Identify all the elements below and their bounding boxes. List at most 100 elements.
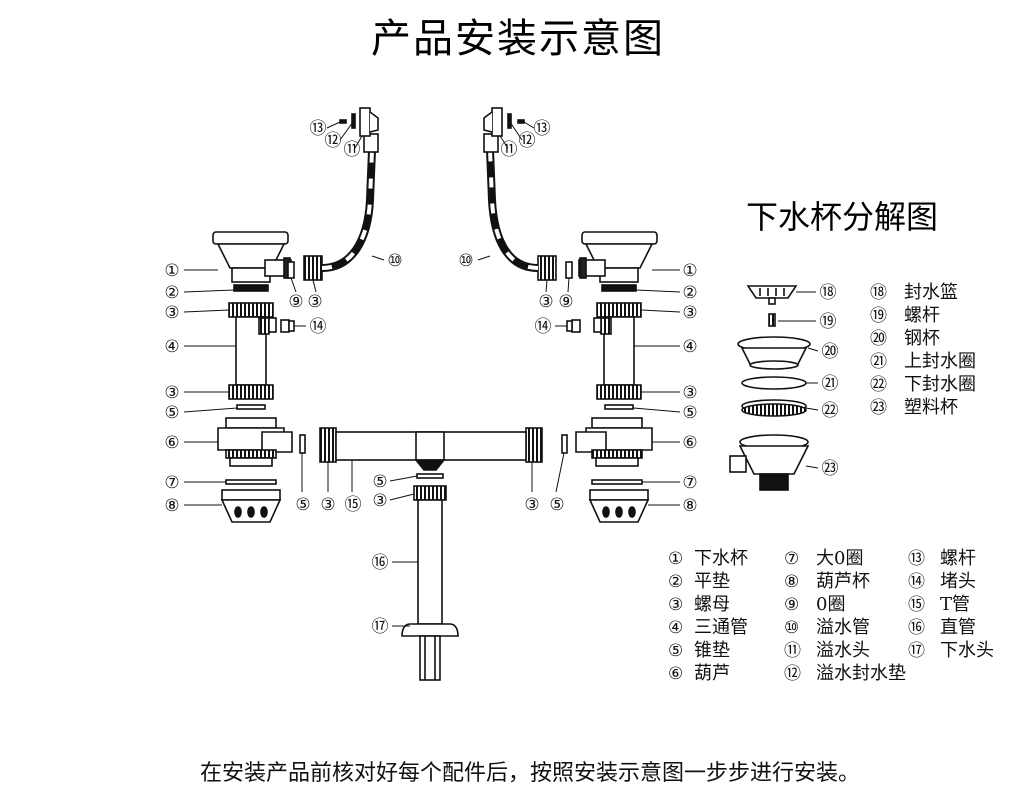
callout-9-right: ⑨ [558,292,573,312]
exploded-legend-23: 塑料杯 [904,397,958,418]
installation-note: 在安装产品前核对好每个配件后，按照安装示意图一步步进行安装。 [200,761,860,786]
callout-left-6: ⑥ [164,433,179,453]
right-gourd-cup [588,489,650,523]
svg-text:⑨: ⑨ [784,595,799,615]
svg-text:⑦: ⑦ [784,549,799,569]
right-overflow-hose [486,149,539,272]
legend-item-9: 0圈 [816,594,845,615]
center-nut [413,485,447,501]
callout-3-center: ③ [372,491,387,511]
legend-item-10: 溢水管 [816,617,870,638]
left-big-oring [225,479,277,485]
callout-left-4: ④ [164,337,179,357]
callout-3-bottom-right: ③ [524,495,539,515]
callout-21: ㉑ [822,374,839,394]
svg-text:㉓: ㉓ [870,398,887,418]
svg-text:⑧: ⑧ [784,572,799,592]
legend-item-17: 下水头 [940,640,994,661]
callout-right-5: ⑤ [682,403,697,423]
callout-3-right-overflow: ③ [538,292,553,312]
center-cone-washer [416,473,444,479]
svg-text:⑱: ⑱ [870,283,887,303]
left-overflow-nut [303,255,323,281]
callout-16: ⑯ [372,553,389,573]
legend-item-14: 堵头 [940,571,976,592]
left-cone-washer [236,404,266,410]
left-gourd-cup [220,489,282,523]
callout-5-bottom-right: ⑤ [549,495,564,515]
callout-left-7: ⑦ [164,473,179,493]
svg-text:③: ③ [668,595,683,615]
svg-text:⑲: ⑲ [870,306,887,326]
drain-head [401,623,459,681]
legend-item-1: 下水杯 [694,548,748,569]
exploded-basket [746,285,798,305]
svg-text:⑮: ⑮ [908,595,925,615]
callout-right-1: ① [682,261,697,281]
right-nut-lower [596,384,642,400]
callout-9-left: ⑨ [288,292,303,312]
callout-13-right: ⑬ [534,119,551,139]
svg-text:㉑: ㉑ [870,352,887,372]
right-h-nut [525,427,543,463]
callout-left-1: ① [164,261,179,281]
page-title: 产品安装示意图 [371,16,665,62]
callout-10-left: ⑩ [387,251,402,271]
exploded-legend-22: 下封水圈 [904,374,976,395]
callout-right-3b: ③ [682,383,697,403]
callout-22: ㉒ [822,401,839,421]
callout-14-right: ⑭ [535,317,552,337]
callout-5-bottom-left: ⑤ [295,495,310,515]
svg-text:⑯: ⑯ [908,618,925,638]
parts-legend: ① 下水杯 ② 平垫 ③ 螺母 ④ 三通管 ⑤ 锥垫 ⑥ 葫芦 ⑦ 大0圈 ⑧ … [668,548,994,684]
legend-item-16: 直管 [940,617,976,638]
svg-text:⑭: ⑭ [908,572,925,592]
left-overflow-head [339,107,379,153]
callout-19: ⑲ [820,312,837,332]
legend-item-4: 三通管 [694,617,748,638]
left-overflow-oring [287,261,295,279]
svg-text:⑰: ⑰ [908,641,925,661]
right-gourd [575,417,653,467]
right-overflow-oring [565,261,573,279]
legend-item-5: 锥垫 [694,640,730,661]
leader-lines [183,121,819,627]
left-tee-pipe [235,316,277,386]
svg-text:②: ② [668,572,683,592]
right-h-cone-washer [561,434,568,454]
legend-item-12: 溢水封水垫 [816,663,906,684]
callout-3-left-overflow: ③ [307,292,322,312]
legend-item-11: 溢水头 [816,640,870,661]
callout-right-2: ② [682,283,697,303]
callout-12-left: ⑫ [325,131,342,151]
legend-item-2: 平垫 [694,571,730,592]
right-plug [566,319,581,333]
svg-text:㉒: ㉒ [870,375,887,395]
right-assembly [483,107,658,523]
svg-text:⑪: ⑪ [784,641,801,661]
exploded-lower-seal [741,399,807,417]
callout-11-left: ⑪ [344,140,361,160]
svg-text:④: ④ [668,618,683,638]
svg-text:⑳: ⑳ [870,329,887,349]
exploded-legend: ⑱ 封水篮 ⑲ 螺杆 ⑳ 钢杯 ㉑ 上封水圈 ㉒ 下封水圈 ㉓ 塑料杯 [870,282,976,418]
svg-text:⑩: ⑩ [784,618,799,638]
exploded-view-title: 下水杯分解图 [746,198,938,236]
right-nut-upper [596,302,642,318]
callout-right-3: ③ [682,303,697,323]
exploded-screw [768,313,776,327]
legend-item-3: 螺母 [694,594,730,615]
exploded-legend-18: 封水篮 [904,282,958,303]
exploded-legend-20: 钢杯 [904,328,940,349]
exploded-steel-cup [737,336,811,370]
left-flat-washer [233,284,269,292]
legend-item-8: 葫芦杯 [816,571,870,592]
callout-5-center: ⑤ [372,472,387,492]
callout-13-left: ⑬ [310,119,327,139]
callout-20: ⑳ [822,342,839,362]
straight-pipe [417,499,443,625]
left-plug [280,319,295,333]
right-overflow-head [483,107,525,153]
callout-right-6: ⑥ [682,433,697,453]
